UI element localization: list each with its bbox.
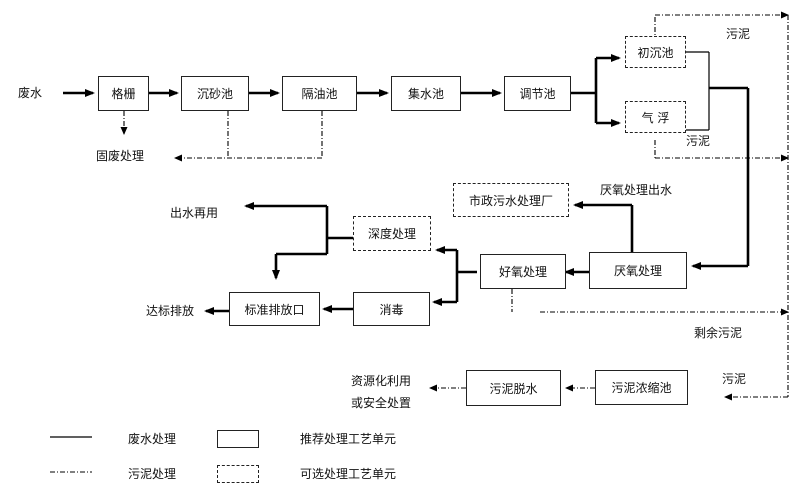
aerobic-label: 好氧处理 — [498, 265, 547, 279]
legend-recommended-text: 推荐处理工艺单元 — [300, 432, 397, 446]
equalization-tank-label: 调节池 — [519, 87, 556, 101]
outfall-label: 标准排放口 — [244, 302, 305, 317]
grit-chamber-box: 沉砂池 — [181, 76, 249, 111]
advanced-treatment-box: 深度处理 — [353, 216, 431, 251]
anaerobic-box: 厌氧处理 — [589, 252, 687, 289]
municipal-plant-label: 市政污水处理厂 — [468, 193, 553, 208]
sludge-dewatering-box: 污泥脱水 — [466, 370, 561, 406]
disinfection-box: 消毒 — [353, 292, 430, 326]
solid-waste-label: 固废处理 — [96, 149, 145, 163]
outfall-box: 标准排放口 — [229, 292, 320, 326]
resource-use-label-1: 资源化利用 — [351, 374, 412, 388]
anaerobic-effluent-label: 厌氧处理出水 — [600, 183, 673, 197]
sludge-thickening-label: 污泥浓缩池 — [611, 381, 672, 395]
flotation-label: 气 浮 — [641, 110, 670, 125]
sludge-dewatering-label: 污泥脱水 — [489, 381, 538, 396]
discharge-label: 达标排放 — [146, 304, 195, 318]
influent-label: 废水 — [18, 86, 43, 100]
sludge-mid-label: 污泥 — [686, 134, 711, 148]
sludge-bottom-label: 污泥 — [722, 372, 747, 386]
disinfection-label: 消毒 — [379, 302, 404, 317]
flotation-box: 气 浮 — [625, 101, 686, 133]
grit-chamber-label: 沉砂池 — [196, 87, 233, 101]
sludge-top-label: 污泥 — [726, 27, 751, 41]
oil-separator-box: 隔油池 — [282, 76, 357, 111]
advanced-treatment-label: 深度处理 — [367, 227, 416, 241]
anaerobic-label: 厌氧处理 — [613, 264, 662, 278]
legend-wastewater-text: 废水处理 — [128, 432, 177, 446]
legend-optional-text: 可选处理工艺单元 — [300, 467, 397, 481]
excess-sludge-label: 剩余污泥 — [694, 326, 743, 340]
collection-tank-box: 集水池 — [391, 76, 461, 111]
legend-dashed-box — [217, 465, 259, 483]
primary-clarifier-box: 初沉池 — [625, 36, 686, 68]
screen-label: 格栅 — [111, 87, 136, 101]
equalization-tank-box: 调节池 — [504, 76, 571, 111]
sludge-thickening-box: 污泥浓缩池 — [595, 370, 688, 405]
oil-separator-label: 隔油池 — [301, 87, 338, 101]
screen-box: 格栅 — [98, 76, 149, 111]
water-reuse-label: 出水再用 — [170, 206, 219, 220]
primary-clarifier-label: 初沉池 — [637, 45, 674, 60]
collection-tank-label: 集水池 — [407, 87, 444, 101]
legend-solid-box — [217, 430, 259, 448]
municipal-plant-box: 市政污水处理厂 — [453, 183, 569, 217]
aerobic-box: 好氧处理 — [480, 254, 566, 289]
legend-sludge-text: 污泥处理 — [128, 467, 177, 481]
resource-use-label-2: 或安全处置 — [351, 396, 412, 410]
